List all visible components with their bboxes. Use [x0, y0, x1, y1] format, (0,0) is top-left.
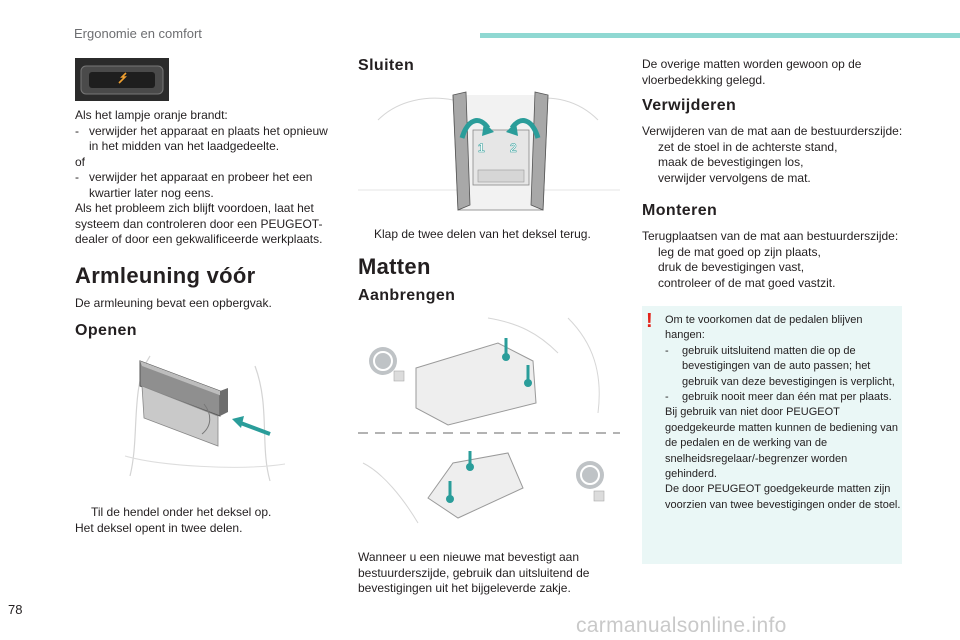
mount-step-3-text: controleer of de mat goed vastzit.: [658, 275, 836, 290]
warning-intro: Om te voorkomen dat de pedalen blijven h…: [665, 314, 863, 342]
remove-step-2: maak de bevestigingen los,: [642, 155, 910, 171]
remove-step-1: zet de stoel in de achterste stand,: [642, 140, 910, 156]
mount-step-1-text: leg de mat goed op zijn plaats,: [658, 244, 821, 259]
armrest-description: De armleuning bevat een opbergvak.: [75, 296, 272, 310]
other-mats-text: De overige matten worden gewoon op de vl…: [642, 57, 862, 87]
armrest-open-illustration: [120, 346, 290, 486]
remove-instructions: Verwijderen van de mat aan de bestuurder…: [642, 124, 910, 186]
warning-icon: !: [646, 310, 653, 332]
dash-marker: -: [665, 391, 669, 404]
mat-install-illustration: [358, 313, 620, 538]
open-step: Til de hendel onder het deksel op.: [75, 505, 337, 521]
dash-marker: -: [75, 170, 79, 184]
chapter-accent-bar: [480, 33, 960, 38]
lamp-step-1-text: verwijder het apparaat en plaats het opn…: [89, 123, 328, 154]
remove-step-2-text: maak de bevestigingen los,: [658, 155, 804, 169]
mat-install-image: [358, 317, 620, 524]
charging-lamp-illustration: [75, 58, 169, 101]
lamp-step-2: -verwijder het apparaat en probeer het e…: [75, 170, 337, 201]
mount-title: Monteren: [642, 202, 718, 219]
close-title: Sluiten: [358, 57, 415, 74]
badge-2: 2: [510, 141, 517, 155]
watermark: carmanualsonline.info: [576, 614, 787, 637]
armrest-close-image: 1 2: [358, 91, 620, 211]
lamp-step-1: -verwijder het apparaat en plaats het op…: [75, 124, 337, 155]
lamp-instructions: Als het lampje oranje brandt: -verwijder…: [75, 108, 337, 248]
armrest-close-illustration: 1 2: [358, 80, 620, 215]
page-number: 78: [8, 602, 23, 617]
open-step-text: Til de hendel onder het deksel op.: [91, 505, 272, 519]
open-result: Het deksel opent in twee delen.: [75, 520, 243, 535]
mount-step-1: leg de mat goed op zijn plaats,: [642, 245, 910, 261]
remove-step-3: verwijder vervolgens de mat.: [642, 171, 910, 187]
warning-box: [642, 306, 902, 564]
armrest-open-image: [124, 355, 286, 482]
charging-lamp-image: [75, 58, 169, 101]
open-instructions: Til de hendel onder het deksel op. Het d…: [75, 505, 337, 536]
mount-step-2: druk de bevestigingen vast,: [642, 260, 910, 276]
warning-item-1: -gebruik uitsluitend matten die op de be…: [665, 344, 901, 390]
badge-1: 1: [478, 141, 485, 155]
warning-para-1: Bij gebruik van niet door PEUGEOT goedge…: [665, 406, 899, 481]
install-text: Wanneer u een nieuwe mat bevestigt aan b…: [358, 550, 590, 595]
remove-title: Verwijderen: [642, 97, 737, 114]
lamp-step-2-text: verwijder het apparaat en probeer het ee…: [89, 170, 313, 200]
close-step: Klap de twee delen van het deksel terug.: [358, 227, 636, 243]
armrest-title: Armleuning vóór: [75, 263, 256, 288]
warning-item-1-text: gebruik uitsluitend matten die op de bev…: [682, 344, 895, 388]
warning-item-2-text: gebruik nooit meer dan één mat per plaat…: [682, 391, 892, 404]
chapter-title: Ergonomie en comfort: [74, 26, 202, 41]
mount-step-3: controleer of de mat goed vastzit.: [642, 276, 910, 292]
warning-item-2: -gebruik nooit meer dan één mat per plaa…: [665, 390, 901, 405]
lamp-or: of: [75, 154, 86, 169]
dash-marker: -: [665, 344, 669, 357]
mount-instructions: Terugplaatsen van de mat aan bestuurders…: [642, 229, 910, 291]
mats-title: Matten: [358, 254, 431, 279]
lamp-intro: Als het lampje oranje brandt:: [75, 108, 228, 122]
mount-intro: Terugplaatsen van de mat aan bestuurders…: [642, 229, 899, 243]
remove-intro: Verwijderen van de mat aan de bestuurder…: [642, 124, 903, 138]
remove-step-1-text: zet de stoel in de achterste stand,: [658, 139, 838, 154]
open-title: Openen: [75, 322, 137, 339]
install-title: Aanbrengen: [358, 287, 456, 304]
warning-para-2: De door PEUGEOT goedgekeurde matten zijn…: [665, 483, 901, 511]
problem-text: Als het probleem zich blijft voordoen, l…: [75, 201, 323, 246]
dash-marker: -: [75, 123, 79, 138]
mount-step-2-text: druk de bevestigingen vast,: [658, 260, 805, 274]
remove-step-3-text: verwijder vervolgens de mat.: [658, 170, 811, 185]
close-step-text: Klap de twee delen van het deksel terug.: [374, 227, 591, 241]
warning-text: Om te voorkomen dat de pedalen blijven h…: [665, 313, 901, 513]
